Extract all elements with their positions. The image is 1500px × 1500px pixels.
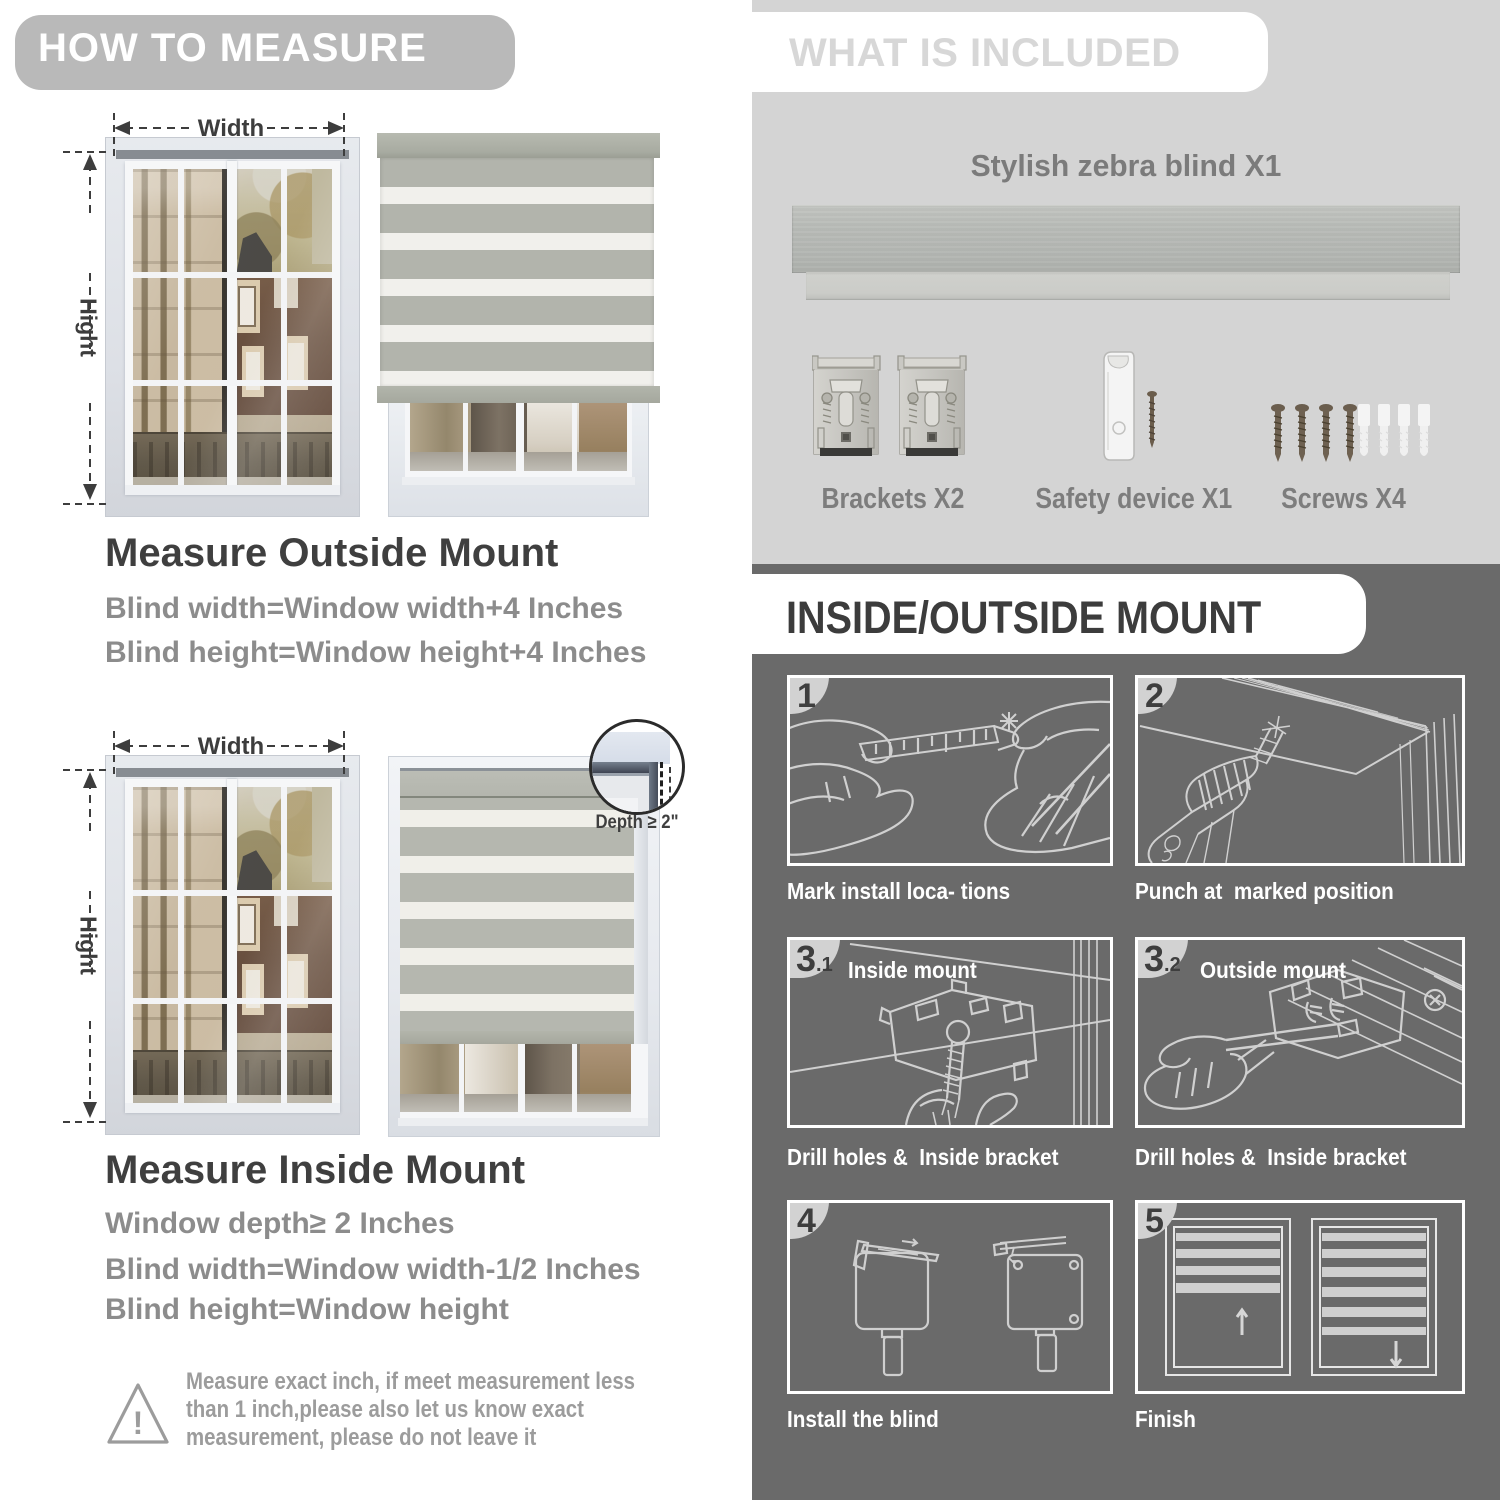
- svg-text:Width: Width: [198, 115, 264, 142]
- svg-text:Width: Width: [198, 733, 264, 760]
- svg-text:!: !: [133, 1405, 144, 1441]
